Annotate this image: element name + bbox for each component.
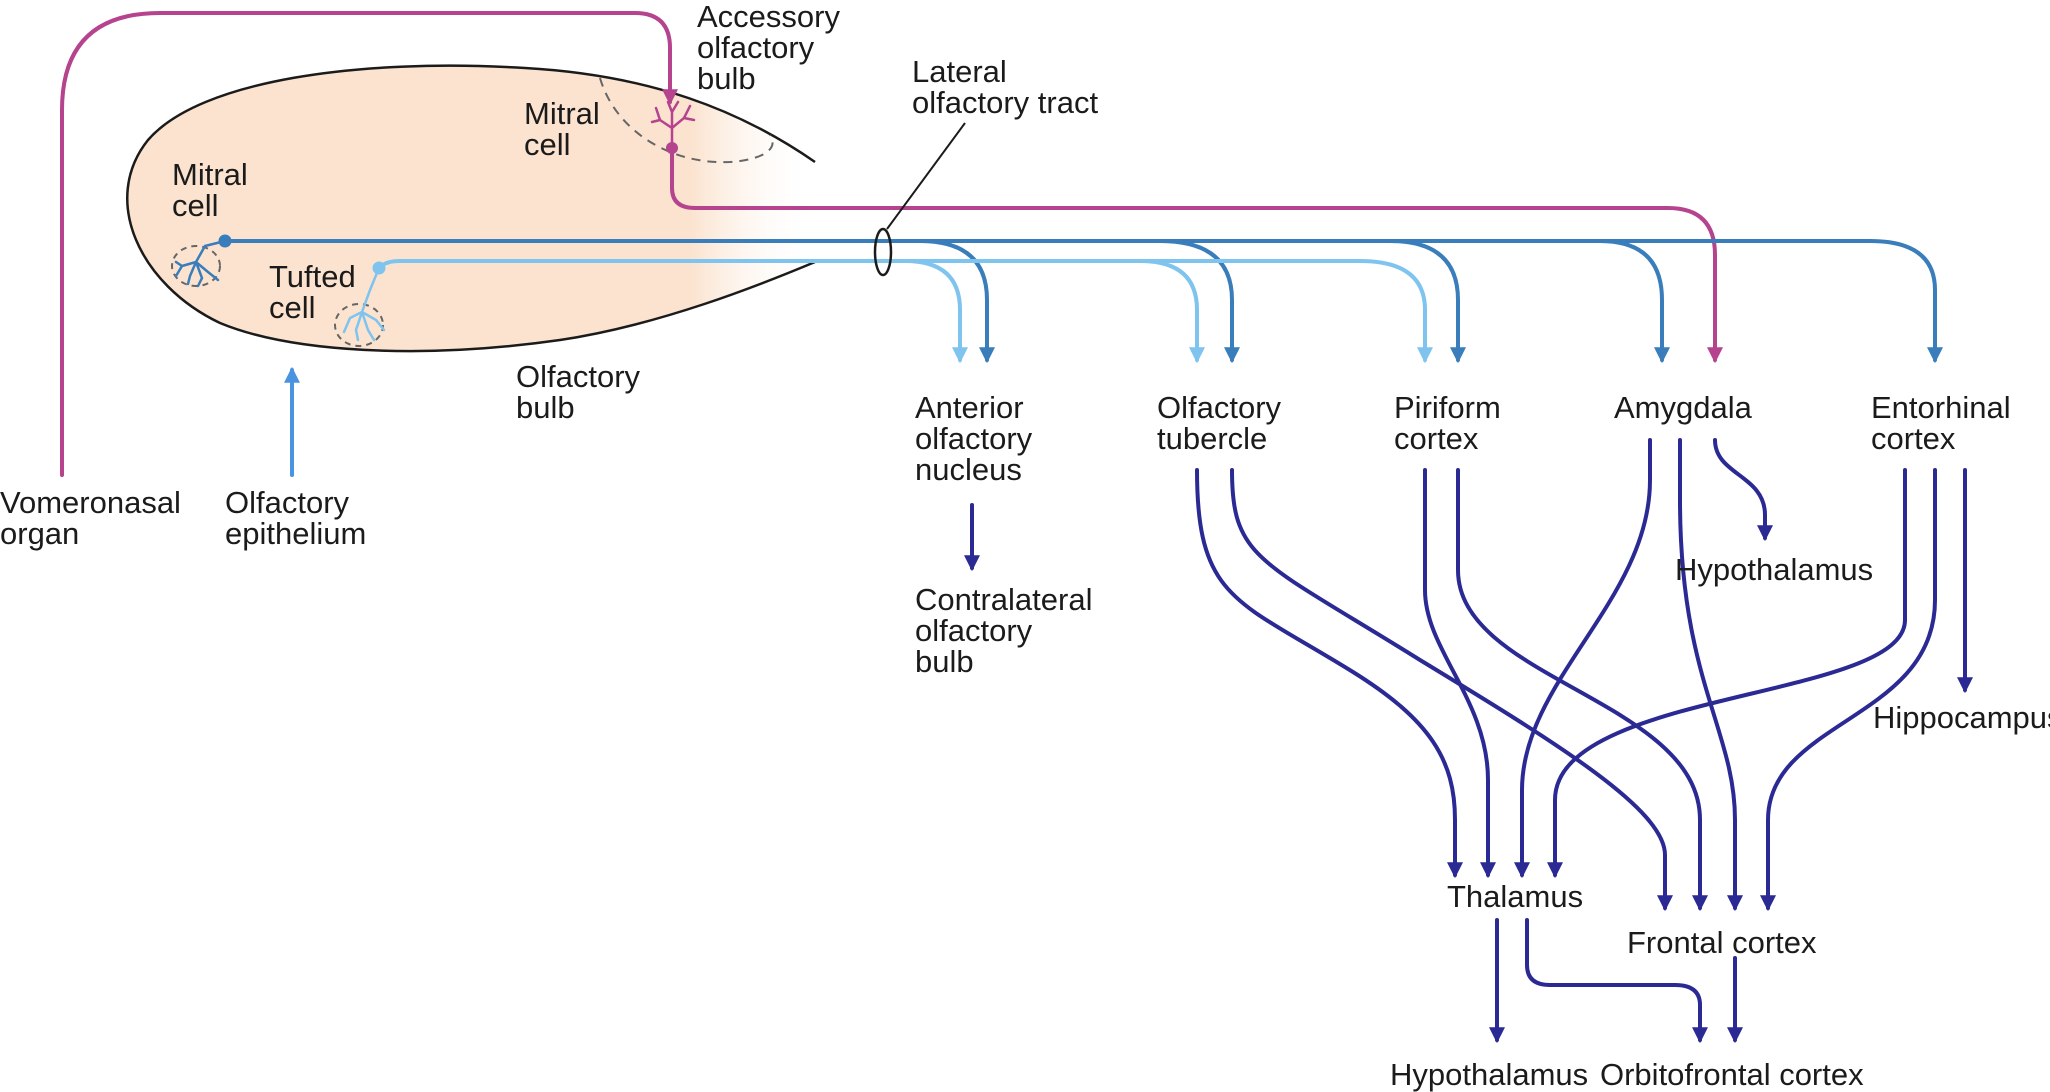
tufted-branch-tubercle — [1138, 259, 1205, 364]
tufted-branch-anterior — [903, 259, 968, 364]
mitral-branch-amygdala — [1598, 239, 1670, 364]
hypothalamus-top-label: Hypothalamus — [1675, 552, 1873, 587]
epithelium-label: Olfactory epithelium — [225, 485, 366, 551]
mitral-glomerulus — [171, 245, 221, 287]
entorhinal-to-thalamus — [1547, 468, 1907, 879]
accessory-bulb-label: Accessory olfactory bulb — [697, 0, 849, 96]
accessory-projection-path — [670, 152, 1723, 364]
mitral-branch-tubercle — [1158, 239, 1240, 364]
anterior-nucleus-label: Anterior olfactory nucleus — [915, 390, 1041, 487]
amygdala-to-hypothalamus — [1713, 438, 1773, 542]
olfactory-bulb-outline — [126, 64, 816, 353]
frontal-cortex-label: Frontal cortex — [1627, 925, 1817, 960]
hypothalamus-bottom-label: Hypothalamus — [1390, 1057, 1588, 1092]
vomeronasal-label: Vomeronasal organ — [0, 485, 190, 551]
entorhinal-to-frontal — [1760, 468, 1937, 912]
lateral-tract-pointer — [886, 122, 966, 230]
thalamus-label: Thalamus — [1447, 879, 1583, 914]
vomeronasal-path — [60, 11, 678, 477]
orbitofrontal-label: Orbitofrontal cortex — [1600, 1057, 1864, 1092]
lateral-tract-label: Lateral olfactory tract — [912, 54, 1098, 120]
amygdala-to-frontal — [1678, 438, 1743, 912]
mitral-branch-anterior — [918, 239, 995, 364]
accessory-mitral-label: Mitral cell — [524, 96, 608, 162]
accessory-bulb-region — [599, 77, 774, 164]
tufted-glomerulus — [334, 303, 384, 347]
contralateral-label: Contralateral olfactory bulb — [915, 582, 1101, 679]
amygdala-to-thalamus — [1514, 438, 1652, 879]
amygdala-label: Amygdala — [1614, 390, 1753, 425]
tubercle-label: Olfactory tubercle — [1157, 390, 1290, 456]
piriform-to-frontal — [1456, 468, 1708, 912]
mitral-cell-icon — [174, 239, 227, 288]
tubercle-to-thalamus — [1195, 468, 1463, 879]
mitral-cell-label: Mitral cell — [172, 157, 256, 223]
hippocampus-label: Hippocampus — [1873, 700, 2050, 735]
tufted-cell-icon — [342, 266, 386, 342]
olfactory-bulb-label: Olfactory bulb — [516, 359, 649, 425]
mitral-branch-piriform — [1388, 239, 1466, 364]
thalamus-to-orbitofrontal — [1525, 918, 1708, 1044]
piriform-to-thalamus — [1423, 468, 1496, 879]
olfactory-bulb-shape — [127, 65, 815, 352]
piriform-label: Piriform cortex — [1394, 390, 1509, 456]
lateral-tract-ring-icon — [873, 227, 893, 277]
mitral-main-axon — [223, 239, 1943, 364]
tubercle-to-frontal — [1230, 468, 1673, 912]
accessory-mitral-cell-icon — [650, 100, 696, 154]
tufted-main-axon — [377, 259, 1433, 364]
entorhinal-label: Entorhinal cortex — [1871, 390, 2019, 456]
tufted-cell-label: Tufted cell — [269, 259, 364, 325]
